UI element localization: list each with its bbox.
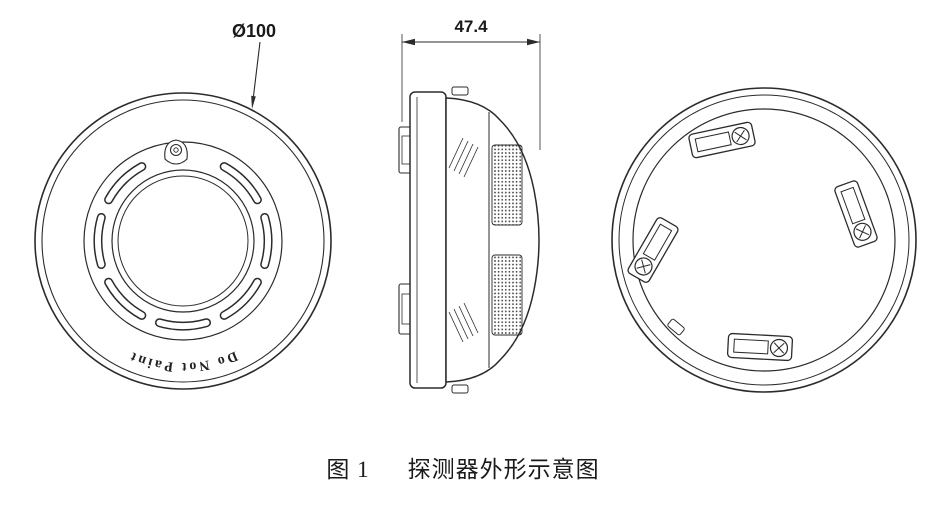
side-mesh-upper [491, 144, 523, 226]
figure-caption: 图 1 探测器外形示意图 [0, 450, 926, 484]
diameter-leader-line [252, 41, 261, 97]
side-bottom-tab [451, 384, 469, 394]
side-hatch-upper [448, 137, 479, 178]
width-arrowhead-left [402, 38, 415, 46]
back-outer-circle [611, 87, 917, 393]
back-rim-circle [618, 94, 910, 386]
figure-number: 图 1 [326, 457, 370, 482]
side-top-tab [451, 86, 469, 96]
side-mesh-lower [491, 254, 523, 336]
diameter-dimension-label: Ø100 [232, 21, 276, 41]
hatch-line [453, 140, 469, 172]
side-back-plate [409, 91, 447, 389]
hatch-line [448, 137, 464, 169]
width-dimension-label: 47.4 [454, 17, 488, 36]
back-base-circle [632, 108, 896, 372]
hatch-line [463, 146, 479, 178]
hatch-line [463, 302, 479, 334]
do-not-paint-text: Do Not Paint [126, 348, 239, 374]
side-clip-upper [398, 126, 412, 174]
front-center-cap-circle [117, 175, 249, 307]
figure-title: 探测器外形示意图 [407, 457, 600, 482]
diameter-leader-arrowhead [251, 95, 256, 109]
side-body-profile [445, 97, 540, 383]
side-view [398, 86, 540, 394]
vent-slot-opening [95, 214, 105, 268]
back-view [611, 87, 917, 393]
mount-clip-left [625, 215, 681, 285]
vent-slot-opening [105, 279, 145, 319]
led-lens-circle [169, 143, 183, 157]
vent-slot-opening [261, 214, 271, 268]
vent-slot-opening [221, 279, 261, 319]
hatch-line [458, 305, 474, 337]
side-clip-lower [398, 283, 412, 335]
side-hatch-lower [448, 302, 479, 343]
front-view: Do Not Paint [34, 92, 332, 390]
hatch-line [448, 311, 464, 343]
back-wire-clamp [667, 318, 685, 336]
led-lens-dot [173, 147, 179, 153]
back-wire-clamp-body [667, 318, 685, 336]
vent-slot-opening [105, 163, 145, 203]
width-arrowhead-right [527, 38, 540, 46]
front-vent-ring-inner-circle [111, 169, 255, 313]
vent-slot-opening [156, 319, 210, 329]
front-outer-rim-circle [34, 92, 332, 390]
hatch-line [458, 143, 474, 175]
diameter-dimension: Ø100 [232, 21, 276, 109]
vent-slots [93, 162, 273, 331]
width-dimension: 47.4 [401, 17, 541, 150]
front-vent-ring-outer-circle [83, 141, 283, 341]
vent-slot-opening [221, 163, 261, 203]
mount-clip-right [833, 179, 879, 249]
led-indicator [164, 139, 188, 165]
mount-clip-bottom [726, 332, 794, 362]
front-rim-inner-circle [41, 99, 325, 383]
hatch-line [453, 308, 469, 340]
